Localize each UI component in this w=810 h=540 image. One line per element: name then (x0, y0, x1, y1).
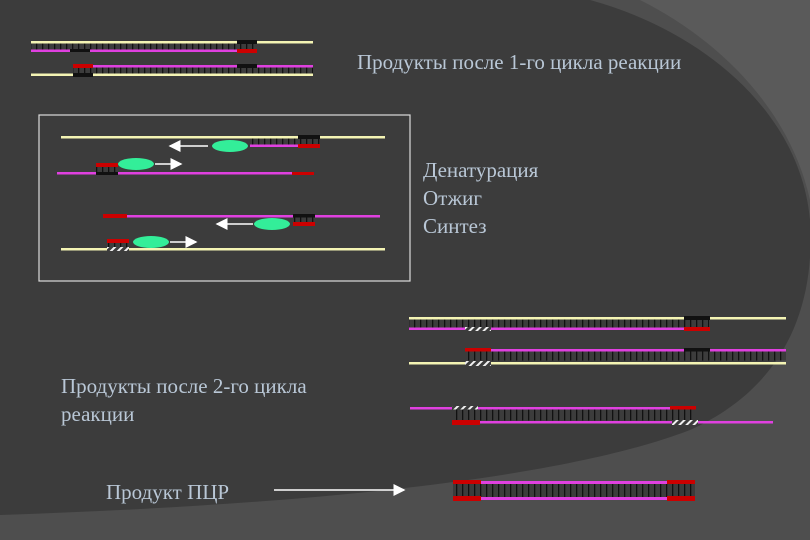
steps-list: Денатурация Отжиг Синтез (423, 156, 538, 240)
cycle1-duplex-b (31, 64, 313, 77)
cycle1-duplex-a (31, 40, 313, 53)
product-strand-2 (103, 214, 380, 230)
pcr-product-duplex (453, 480, 695, 501)
cycle2-duplex-c (410, 406, 773, 425)
pcr-product-label: Продукт ПЦР (106, 480, 230, 504)
products-cycle-2-label: Продукты после 2-го цикла реакции (61, 374, 307, 426)
cycle2-duplex-a (409, 316, 786, 331)
step-synthesis: Синтез (423, 214, 487, 238)
polymerase-icon (133, 236, 169, 248)
step-annealing: Отжиг (423, 186, 482, 210)
products-cycle-1-label: Продукты после 1-го цикла реакции (357, 50, 682, 74)
polymerase-icon (212, 140, 248, 152)
cycle-steps-box (38, 114, 411, 282)
template-strand-2 (61, 236, 385, 251)
step-denaturation: Денатурация (423, 158, 539, 182)
product-strand-1 (57, 158, 314, 175)
polymerase-icon (254, 218, 290, 230)
cycle2-duplex-b (409, 348, 786, 366)
template-strand-1 (61, 135, 385, 152)
polymerase-icon (118, 158, 154, 170)
